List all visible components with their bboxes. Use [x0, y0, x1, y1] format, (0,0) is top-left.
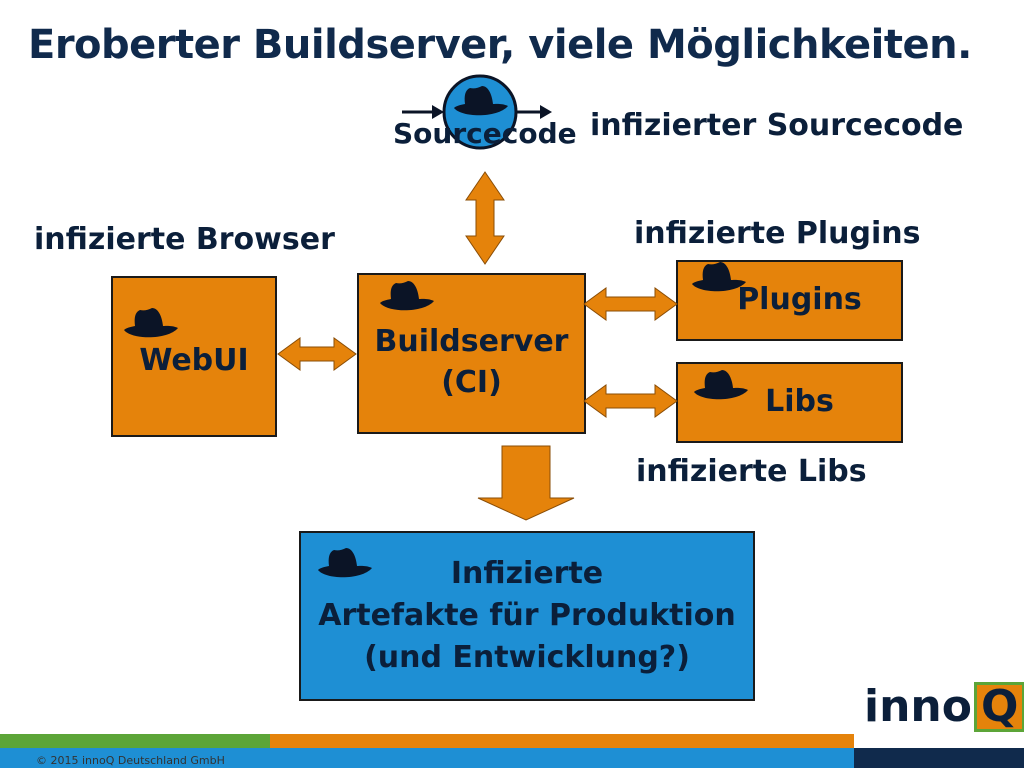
- label-infected-browsers: infizierte Browser: [34, 222, 335, 257]
- label-infected-libs: infizierte Libs: [636, 454, 867, 489]
- sourcecode-arrow-right-icon: [516, 105, 552, 119]
- webui-label: WebUI: [139, 343, 249, 379]
- label-infected-plugins: infizierte Plugins: [634, 216, 921, 251]
- footer-bar-green: [0, 734, 270, 748]
- artifacts-node: Infizierte Artefakte für Produktion (und…: [299, 531, 755, 701]
- buildserver-label: Buildserver (CI): [374, 324, 569, 400]
- libs-double-arrow-icon: [583, 384, 678, 418]
- vertical-double-arrow-icon: [465, 171, 505, 265]
- libs-label: Libs: [765, 384, 834, 420]
- artifacts-label: Infizierte Artefakte für Produktion (und…: [318, 556, 736, 675]
- down-arrow-icon: [477, 445, 575, 521]
- logo-q: Q: [973, 682, 1024, 732]
- buildserver-node: Buildserver (CI): [357, 273, 586, 434]
- webui-hat-icon: [124, 308, 178, 338]
- slide-title: Eroberter Buildserver, viele Möglichkeit…: [28, 22, 972, 68]
- footer-bar-navy: [854, 748, 1024, 768]
- libs-hat-icon: [694, 370, 748, 400]
- label-infected-sourcecode: infizierter Sourcecode: [590, 108, 964, 143]
- plugins-label: Plugins: [737, 282, 862, 318]
- plugins-double-arrow-icon: [583, 287, 678, 321]
- innoq-logo: inno Q: [864, 680, 1024, 732]
- buildserver-hat-icon: [380, 281, 434, 311]
- sourcecode-arrow-left-icon: [402, 105, 444, 119]
- footer-bar-orange: [270, 734, 854, 748]
- plugins-hat-icon: [692, 262, 746, 292]
- webui-double-arrow-icon: [277, 337, 357, 371]
- footer-bar-blue: [0, 748, 854, 768]
- webui-node: WebUI: [111, 276, 277, 437]
- footer-copyright: © 2015 innoQ Deutschland GmbH: [36, 754, 225, 767]
- logo-prefix: inno: [864, 681, 972, 732]
- sourcecode-label: Sourcecode: [393, 117, 577, 150]
- artifacts-hat-icon: [318, 548, 372, 578]
